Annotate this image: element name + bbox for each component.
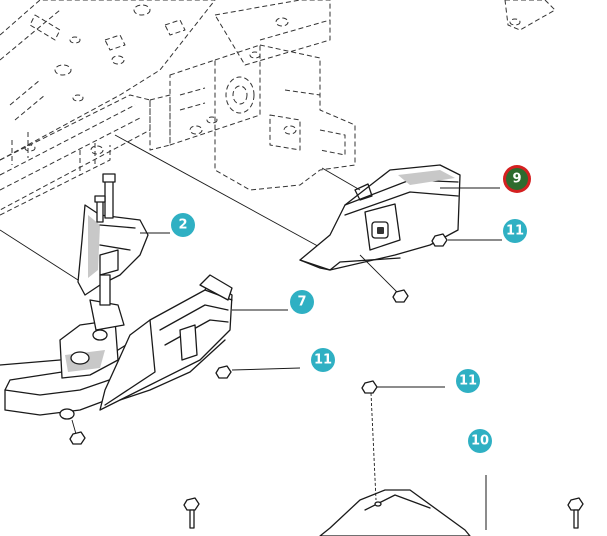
- callout-badge: [506, 168, 528, 190]
- hex-bolt: [359, 254, 409, 303]
- callout-badge: [311, 348, 335, 372]
- callout-2[interactable]: 2: [171, 213, 195, 237]
- hex-bolt: [69, 419, 86, 445]
- callout-badge: [456, 369, 480, 393]
- callout-label: 7: [297, 295, 306, 310]
- leader-lines: [140, 187, 502, 530]
- hex-bolt: [183, 497, 200, 529]
- callout-label: 9: [512, 172, 521, 187]
- callout-label: 11: [506, 224, 524, 239]
- spindle-support: [77, 173, 149, 296]
- hex-bolt: [361, 380, 378, 501]
- lower-right-part: [319, 489, 471, 536]
- callout-label: 11: [314, 353, 332, 368]
- connection-lines: [0, 134, 361, 281]
- hex-bolt: [431, 233, 448, 247]
- callout-label: 2: [178, 218, 187, 233]
- callout-badge: [290, 290, 314, 314]
- deflector-chute: [99, 274, 233, 411]
- callout-11-middle[interactable]: 11: [311, 348, 335, 372]
- callout-11-lower[interactable]: 11: [456, 369, 480, 393]
- callout-10[interactable]: 10: [468, 429, 492, 453]
- lower-plate: [0, 274, 156, 420]
- guard-bracket: [299, 164, 461, 271]
- callout-label: 11: [459, 374, 477, 389]
- mower-frame: [0, 0, 556, 216]
- callout-label: 10: [471, 434, 489, 449]
- callout-7[interactable]: 7: [290, 290, 314, 314]
- callout-badge: [171, 213, 195, 237]
- callout-badge: [468, 429, 492, 453]
- callout-badge: [503, 219, 527, 243]
- callout-11-upper[interactable]: 11: [503, 219, 527, 243]
- hex-bolt: [215, 365, 232, 379]
- callout-9[interactable]: 9: [503, 165, 531, 193]
- hex-bolt: [567, 497, 584, 529]
